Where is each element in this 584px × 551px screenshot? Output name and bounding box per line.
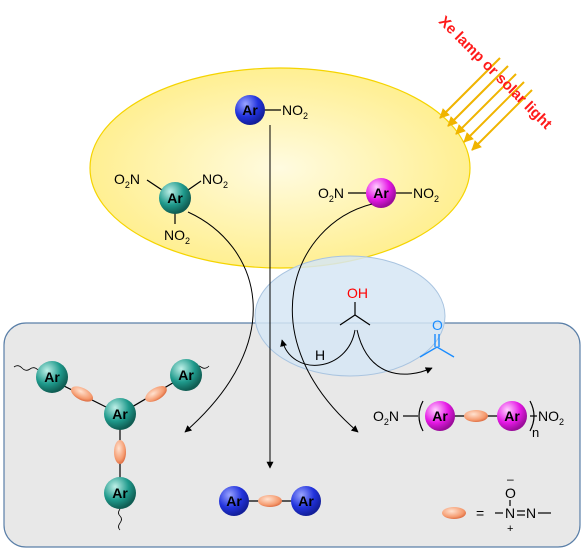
nitro-group: NO2 [164,227,190,246]
azoxy-link [258,495,282,507]
reaction-arrows [184,125,433,469]
ar-node-magenta [497,401,527,431]
nitro-group: NO2 [413,185,439,204]
ar-node-teal [104,477,136,509]
azoxy-n: N [526,505,536,521]
azoxy-link [145,386,167,402]
nitro-group: O2N [373,408,399,427]
hydroxyl-label: OH [347,285,368,301]
ar-label: Ar [44,369,60,385]
azoxy-link [70,386,94,402]
ar-label: Ar [178,367,194,383]
azoxy-oxygen: O [505,485,516,501]
ar-label: Ar [112,485,128,501]
ar-node-blue [291,486,321,516]
nitro-group: NO2 [282,102,308,121]
nitroarene-mono: Ar NO2 [235,95,308,125]
equals-sign: = [476,505,484,521]
ar-node-teal [159,182,191,214]
ar-node-magenta [425,401,455,431]
ar-label: Ar [112,406,128,422]
light-source-label: Xe lamp or solar light [435,13,555,133]
ar-label: Ar [167,190,183,206]
acetone: O [419,317,455,358]
ar-node-blue [235,95,265,125]
nitro-group: O2N [318,185,344,204]
ar-label: Ar [226,493,242,509]
azoxy-network: Ar Ar Ar Ar [13,359,210,531]
azoxy-polymer: O2N Ar Ar n NO2 [373,400,564,440]
nitro-group: NO2 [538,408,564,427]
azoxy-link [114,440,126,464]
ar-node-teal [170,359,202,391]
ar-label: Ar [504,408,520,424]
azoxy-dimer: Ar Ar [219,486,321,516]
ar-node-magenta [366,178,396,208]
ar-node-teal [36,361,68,393]
azoxy-n-plus: N [505,505,515,521]
ar-label: Ar [432,408,448,424]
ar-node-teal [104,398,136,430]
nitroarene-di: Ar O2N NO2 [318,178,439,208]
hydrogen-label: H [315,347,325,363]
nitro-group: NO2 [202,171,228,190]
nitroarene-tri: Ar O2N NO2 NO2 [114,171,228,246]
hydrogen-transfer-zone [254,255,446,377]
carbonyl-label: O [432,317,443,333]
ar-label: Ar [373,185,389,201]
repeat-count-label: n [532,425,539,440]
azoxy-link [464,410,488,422]
photoexcitation-zone [89,67,471,269]
negative-charge: – [507,472,514,486]
isopropanol: OH [339,285,371,326]
positive-charge: + [507,523,513,535]
light-rays [439,57,533,151]
nitro-group: O2N [114,171,140,190]
azoxy-link [442,507,466,519]
ar-label: Ar [298,493,314,509]
ar-node-blue [219,486,249,516]
azoxy-legend: = N N O – + [442,472,551,535]
ar-label: Ar [242,102,258,118]
